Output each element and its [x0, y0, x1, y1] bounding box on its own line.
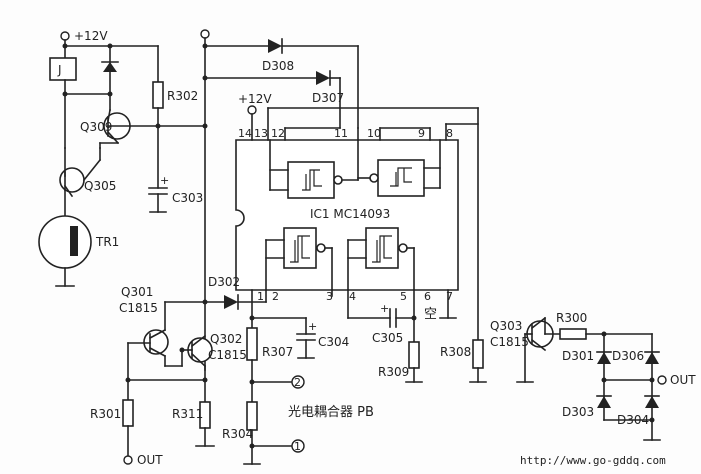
diode-d306: [645, 352, 659, 364]
pin-14: 14: [238, 127, 252, 140]
label-12v-left: +12V: [74, 29, 108, 43]
output-terminal-left: [123, 455, 133, 465]
label-q305: Q305: [84, 179, 116, 193]
diode-d301: [597, 352, 611, 364]
pin-9: 9: [418, 127, 425, 140]
gate-schmitt-nand-1: [287, 161, 335, 199]
c305-r309-section: + C305 R309: [331, 289, 423, 383]
sensor-tr1: [38, 215, 92, 269]
label-terminal-2: 2: [294, 376, 301, 389]
diode-d308: [268, 39, 282, 53]
label-q303-type: C1815: [490, 335, 529, 349]
label-pin6-nc: 空: [424, 307, 437, 322]
label-out-right: OUT: [670, 373, 696, 387]
resistor-r300: [559, 328, 587, 340]
supply-terminal-top: [200, 29, 210, 39]
label-q302-type: C1815: [208, 348, 247, 362]
diode-d303: [597, 396, 611, 408]
pin-8: 8: [446, 127, 453, 140]
label-r300: R300: [556, 311, 587, 325]
label-q309: Q309: [80, 120, 112, 134]
pin-7: 7: [446, 290, 453, 303]
pin-6: 6: [424, 290, 431, 303]
label-r309: R309: [378, 365, 409, 379]
label-optocoupler: 光电耦合器 PB: [288, 405, 374, 420]
pin-13: 13: [254, 127, 268, 140]
label-c303: C303: [172, 191, 203, 205]
resistor-r304: [246, 401, 258, 431]
supply-terminal-12v-left: [60, 31, 70, 41]
resistor-r308: [472, 339, 484, 369]
output-terminal-right: [657, 375, 667, 385]
label-q303: Q303: [490, 319, 522, 333]
label-q301-type: C1815: [119, 301, 158, 315]
pin-3: 3: [326, 290, 333, 303]
label-terminal-1: 1: [294, 440, 301, 453]
diode-relay-flyback: [103, 62, 117, 72]
label-q302: Q302: [210, 332, 242, 346]
label-out-left: OUT: [137, 453, 163, 467]
pin-12: 12: [271, 127, 285, 140]
pin-5: 5: [400, 290, 407, 303]
opto-terminal-1: [291, 439, 305, 453]
supply-bus: D308 D307: [157, 29, 359, 371]
diode-d302: [224, 295, 238, 309]
gate-schmitt-nand-2: [377, 159, 425, 197]
resistor-r307: [246, 327, 258, 361]
label-tr1: TR1: [95, 235, 119, 249]
pin-10: 10: [367, 127, 381, 140]
label-12v-ic: +12V: [238, 92, 272, 106]
diode-d307: [316, 71, 330, 85]
label-d301: D301: [562, 349, 594, 363]
label-relay-j: J: [57, 63, 62, 77]
label-q301: Q301: [121, 285, 153, 299]
resistor-r302: [152, 81, 164, 109]
label-c304: C304: [318, 335, 349, 349]
label-d306: D306: [612, 349, 644, 363]
ic-mc14093: IC1 MC14093 +12V 14 13 12 11 10 9 8: [235, 92, 479, 322]
transistor-q305: [59, 167, 85, 193]
gate-schmitt-nand-4: [365, 227, 399, 269]
relay-coil-j: [49, 57, 77, 81]
label-d302: D302: [208, 275, 240, 289]
label-r304: R304: [222, 427, 253, 441]
svg-text:+: +: [160, 174, 169, 187]
gate-schmitt-nand-3: [283, 227, 317, 269]
label-ic1: IC1 MC14093: [310, 207, 390, 221]
supply-terminal-12v-ic: [247, 105, 257, 115]
pin-11: 11: [334, 127, 348, 140]
label-r302: R302: [167, 89, 198, 103]
resistor-r301: [122, 399, 134, 427]
pin-2: 2: [272, 290, 279, 303]
output-section: R308 Q303 C1815 R300 D301 D306 OUT: [440, 107, 696, 441]
label-d303: D303: [562, 405, 594, 419]
opto-terminal-2: [291, 375, 305, 389]
label-d307: D307: [312, 91, 344, 105]
relay-section: +12V J Q309 R302 + C303: [38, 29, 203, 287]
svg-text:+: +: [380, 302, 389, 315]
svg-text:+: +: [308, 320, 317, 333]
sensor-tr1-element: [70, 226, 78, 256]
pin-1: 1: [257, 290, 264, 303]
diode-d304: [645, 396, 659, 408]
resistor-r309: [408, 341, 420, 369]
q301-q302-section: Q301 C1815 D302 Q302 C1815: [90, 275, 267, 467]
label-r311: R311: [172, 407, 203, 421]
website-watermark: http://www.go-gddq.com: [520, 454, 666, 467]
pin-4: 4: [349, 290, 356, 303]
optocoupler-section: + C304 R307 2 光电耦合器 PB R304 1: [222, 289, 374, 465]
label-c305: C305: [372, 331, 403, 345]
label-d308: D308: [262, 59, 294, 73]
label-r308: R308: [440, 345, 471, 359]
label-r307: R307: [262, 345, 293, 359]
label-r301: R301: [90, 407, 121, 421]
